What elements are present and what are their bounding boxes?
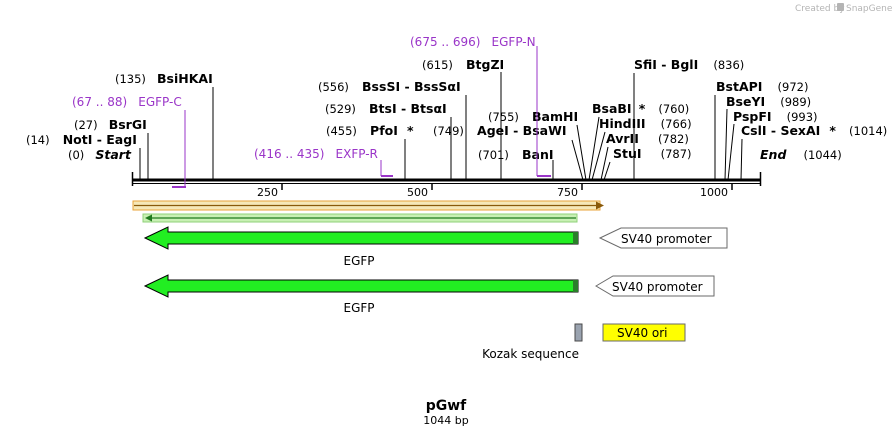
primer-egfp-c: (67 .. 88) EGFP-C: [72, 91, 186, 188]
site-label-ageI: (749) AgeI - BsaWI: [433, 120, 567, 139]
tick-group: 250 500 750 1000: [257, 183, 733, 199]
site-line-bseYI: [724, 108, 728, 181]
feature-sv40-promoter-1: SV40 promoter: [598, 227, 728, 249]
site-line-pspFI: [727, 123, 735, 181]
primer-label-egfp-n: (675 .. 696) EGFP-N: [410, 31, 536, 50]
tick-label-1000: 1000: [700, 186, 728, 199]
site-label-pfoI: (455) PfoI *: [326, 120, 414, 139]
site-label-bssSI: (556) BssSI - BssSαI: [318, 76, 461, 95]
site-label-hindIII: HindIII (766): [599, 113, 692, 132]
snapgene-logo-icon: [837, 3, 844, 11]
site-label-banI: (701) BanI: [478, 144, 554, 163]
orf-bar: [132, 200, 604, 223]
primer-label-exfp-r: (416 .. 435) EXFP-R: [254, 143, 378, 162]
site-labels: (0) Start (14) NotI - EagI (27) BsrGI (1…: [26, 54, 887, 163]
site-label-bamHI: (755) BamHI: [488, 106, 578, 125]
site-label-start: (0) Start: [68, 144, 132, 163]
tick-1000: 1000: [700, 183, 733, 199]
site-label-btsI: (529) BtsI - BtsαI: [325, 98, 447, 117]
feature-label-egfp-2: EGFP: [343, 301, 374, 315]
tick-label-500: 500: [407, 186, 428, 199]
site-label-bstAPI: BstAPI (972): [716, 76, 808, 95]
credit-brand: SnapGene: [846, 4, 893, 14]
site-label-avrII: AvrII (782): [606, 128, 689, 147]
plasmid-title: pGwf: [426, 398, 467, 414]
site-label-sfiI: SfiI - BglI (836): [634, 54, 744, 73]
feature-kozak-sequence: Kozak sequence: [482, 323, 583, 361]
credit-text: Created by: [795, 4, 845, 14]
site-label-notI: (14) NotI - EagI: [26, 129, 137, 148]
feature-label-sv40-ori: SV40 ori: [617, 326, 668, 340]
site-line-bamHI: [576, 124, 587, 181]
feature-egfp-2: EGFP: [143, 274, 579, 315]
site-line-avrII: [600, 146, 609, 181]
tick-500: 500: [407, 183, 433, 199]
site-label-bseYI: BseYI (989): [726, 91, 811, 110]
site-label-pspFI: PspFI (993): [733, 106, 818, 125]
plasmid-length: 1044 bp: [423, 414, 468, 427]
site-label-btgZI: (615) BtgZI: [422, 54, 504, 73]
tick-label-750: 750: [557, 186, 578, 199]
tick-label-250: 250: [257, 186, 278, 199]
feature-label-kozak: Kozak sequence: [482, 347, 579, 361]
backbone: [131, 172, 762, 186]
tick-750: 750: [557, 183, 583, 199]
site-label-cslI: CslI - SexAI * (1014): [741, 120, 887, 139]
site-line-hindIII: [591, 131, 606, 181]
site-label-bsiHKAI: (135) BsiHKAI: [115, 68, 213, 87]
site-label-stuI: StuI (787): [613, 143, 692, 162]
site-line-cslI: [740, 138, 743, 181]
site-label-bsaBI: BsaBI * (760): [592, 98, 689, 117]
primer-label-egfp-c: (67 .. 88) EGFP-C: [72, 91, 182, 110]
feature-label-sv40-promoter-1: SV40 promoter: [621, 232, 712, 246]
feature-label-sv40-promoter-2: SV40 promoter: [612, 280, 703, 294]
site-line-stuI: [603, 161, 611, 181]
feature-label-egfp-1: EGFP: [343, 254, 374, 268]
site-line-ageI: [571, 139, 584, 181]
feature-sv40-ori: SV40 ori: [602, 323, 686, 342]
site-lines: [139, 72, 743, 181]
primer-exfp-r: (416 .. 435) EXFP-R: [254, 143, 393, 177]
site-line-bsaBI: [588, 116, 600, 181]
feature-egfp-1: EGFP: [143, 226, 579, 268]
feature-sv40-promoter-2: SV40 promoter: [595, 275, 715, 297]
tick-250: 250: [257, 183, 283, 199]
site-label-end: End (1044): [760, 144, 842, 163]
primer-egfp-n: (675 .. 696) EGFP-N: [410, 31, 551, 177]
site-label-bsrGI: (27) BsrGI: [74, 114, 147, 133]
